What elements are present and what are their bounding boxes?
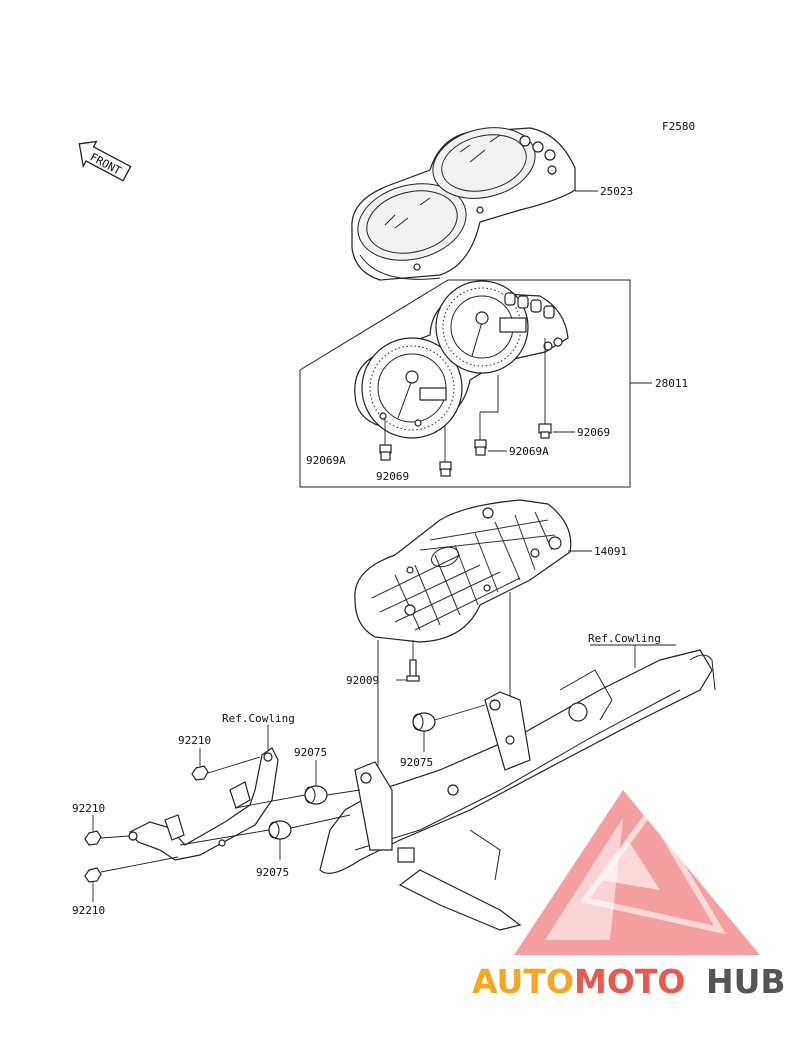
meter-assembly	[354, 280, 569, 439]
meter-case	[354, 499, 572, 643]
nut-left	[84, 815, 131, 846]
nut-bottom	[84, 856, 179, 902]
screw-a-left-group: 92069A 92069	[306, 418, 409, 483]
callout-screw-bottom: 92069	[376, 470, 409, 483]
nut-top	[191, 748, 261, 781]
left-bracket	[128, 747, 279, 861]
callout-nut-top: 92210	[178, 734, 211, 747]
callout-cover: 25023	[600, 185, 633, 198]
watermark-auto: AUTO	[472, 962, 574, 1001]
watermark-moto: MOTO	[574, 962, 685, 1001]
callout-ref-cowling-right: Ref.Cowling	[588, 632, 661, 645]
damper-mid	[234, 760, 361, 809]
watermark-logo	[514, 790, 760, 955]
screw-right-group: 92069	[538, 338, 610, 439]
assembly-frame	[299, 279, 631, 488]
front-arrow-icon: FRONT	[78, 140, 132, 182]
indicator-bulbs	[504, 292, 563, 351]
watermark-hub: HUB	[706, 962, 786, 1001]
damper-right	[412, 704, 486, 752]
callout-screw-right: 92069	[577, 426, 610, 439]
case-screw	[396, 640, 420, 682]
damper-bottom	[179, 814, 351, 860]
meter-cover	[351, 127, 576, 281]
watermark-text: AUTO MOTO HUB	[472, 962, 786, 1001]
callout-damper-bottom: 92075	[256, 866, 289, 879]
callout-meter-assembly: 28011	[655, 377, 688, 390]
callout-nut-left: 92210	[72, 802, 105, 815]
callout-screw-a-left: 92069A	[306, 454, 346, 467]
callout-damper-right: 92075	[400, 756, 433, 769]
callout-damper-mid: 92075	[294, 746, 327, 759]
cowling-stay	[319, 649, 716, 931]
callout-case: 14091	[594, 545, 627, 558]
screw-bottom-group	[439, 425, 452, 477]
callout-screw-a-mid: 92069A	[509, 445, 549, 458]
callout-screw-case: 92009	[346, 674, 379, 687]
screw-a-mid-group: 92069A	[474, 375, 549, 458]
callout-ref-cowling-left: Ref.Cowling	[222, 712, 295, 725]
figure-code: F2580	[662, 120, 695, 133]
callout-nut-bottom: 92210	[72, 904, 105, 917]
